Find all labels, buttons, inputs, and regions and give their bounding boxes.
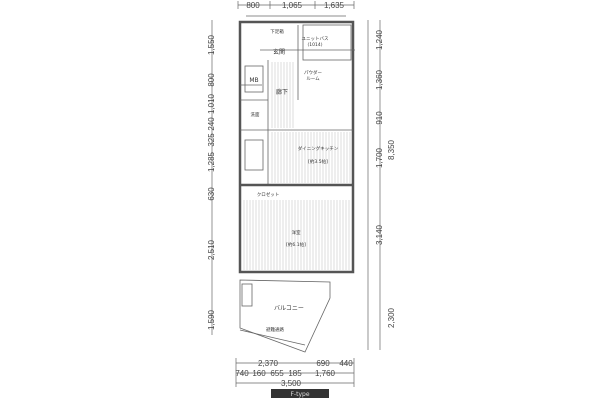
plan-type-banner: F-type [271, 389, 329, 398]
dim-bottom-total: 3,500 [281, 379, 302, 388]
unit-bath-size: (1014) [308, 42, 323, 48]
western-room-size: [約6.1帖] [286, 241, 306, 248]
dim-right-4: 3,140 [375, 224, 384, 245]
walls [238, 20, 355, 274]
dim-left-4: 325 [207, 133, 216, 147]
dim-right-2: 910 [375, 111, 384, 125]
dim-bottom1-2: 440 [339, 359, 353, 368]
room-corridor: 廊下 [276, 88, 288, 96]
dim-left-8: 1,590 [207, 309, 216, 330]
flooring [243, 62, 351, 270]
dim-right-total: 8,350 [387, 139, 396, 160]
dim-right-3: 1,700 [375, 147, 384, 168]
dim-right-5: 2,300 [387, 307, 396, 328]
closet-label: クロゼット [257, 191, 280, 198]
room-western: 洋室 [292, 229, 301, 236]
dim-bottom2-2: 655 [270, 369, 284, 378]
shoe-box-label: 下足箱 [270, 28, 284, 35]
dim-bottom2-4: 1,760 [315, 369, 336, 378]
dim-top-1: 1,065 [282, 1, 303, 10]
dim-top-2: 1,635 [324, 1, 345, 10]
left-dimensions: 1,550 800 1,010 240 325 1,285 630 2,510 … [207, 20, 216, 335]
room-washroom: 洗面 [251, 111, 260, 118]
bottom-dimensions: 2,370 690 440 740 160 655 185 1,760 3,50… [235, 358, 355, 388]
room-balcony: バルコニー [274, 305, 304, 312]
dim-right-1: 1,360 [375, 69, 384, 90]
dim-bottom2-3: 185 [288, 369, 302, 378]
dim-left-6: 630 [207, 187, 216, 201]
dim-bottom1-0: 2,370 [258, 359, 279, 368]
dim-left-5: 1,285 [207, 151, 216, 172]
dim-top-0: 800 [246, 1, 260, 10]
balcony-outline [239, 279, 331, 353]
top-dimensions: 800 1,065 1,635 [237, 1, 355, 17]
dim-bottom1-1: 690 [316, 359, 330, 368]
dim-left-7: 2,510 [207, 239, 216, 260]
dim-left-1: 800 [207, 73, 216, 87]
plan-type-label: F-type [290, 391, 309, 398]
room-powder-2: ルーム [306, 76, 320, 82]
room-mb: MB [249, 77, 258, 84]
dim-left-2: 1,010 [207, 93, 216, 114]
dining-kitchen-size: [約3.5帖] [308, 158, 328, 165]
dim-bottom2-1: 160 [252, 369, 266, 378]
dim-bottom2-0: 740 [235, 369, 249, 378]
dim-right-0: 1,240 [375, 29, 384, 50]
room-unit-bath: ユニットバス [302, 36, 329, 42]
right-dimensions: 1,240 1,360 910 1,700 3,140 2,300 8,350 [367, 20, 396, 350]
room-powder-1: パウダー [304, 69, 322, 76]
room-dining-kitchen: ダイニングキッチン [298, 145, 339, 152]
dim-left-3: 240 [207, 117, 216, 131]
dim-left-0: 1,550 [207, 34, 216, 55]
room-entrance: 玄関 [273, 48, 285, 56]
evacuation-label: 避難通路 [266, 326, 284, 333]
